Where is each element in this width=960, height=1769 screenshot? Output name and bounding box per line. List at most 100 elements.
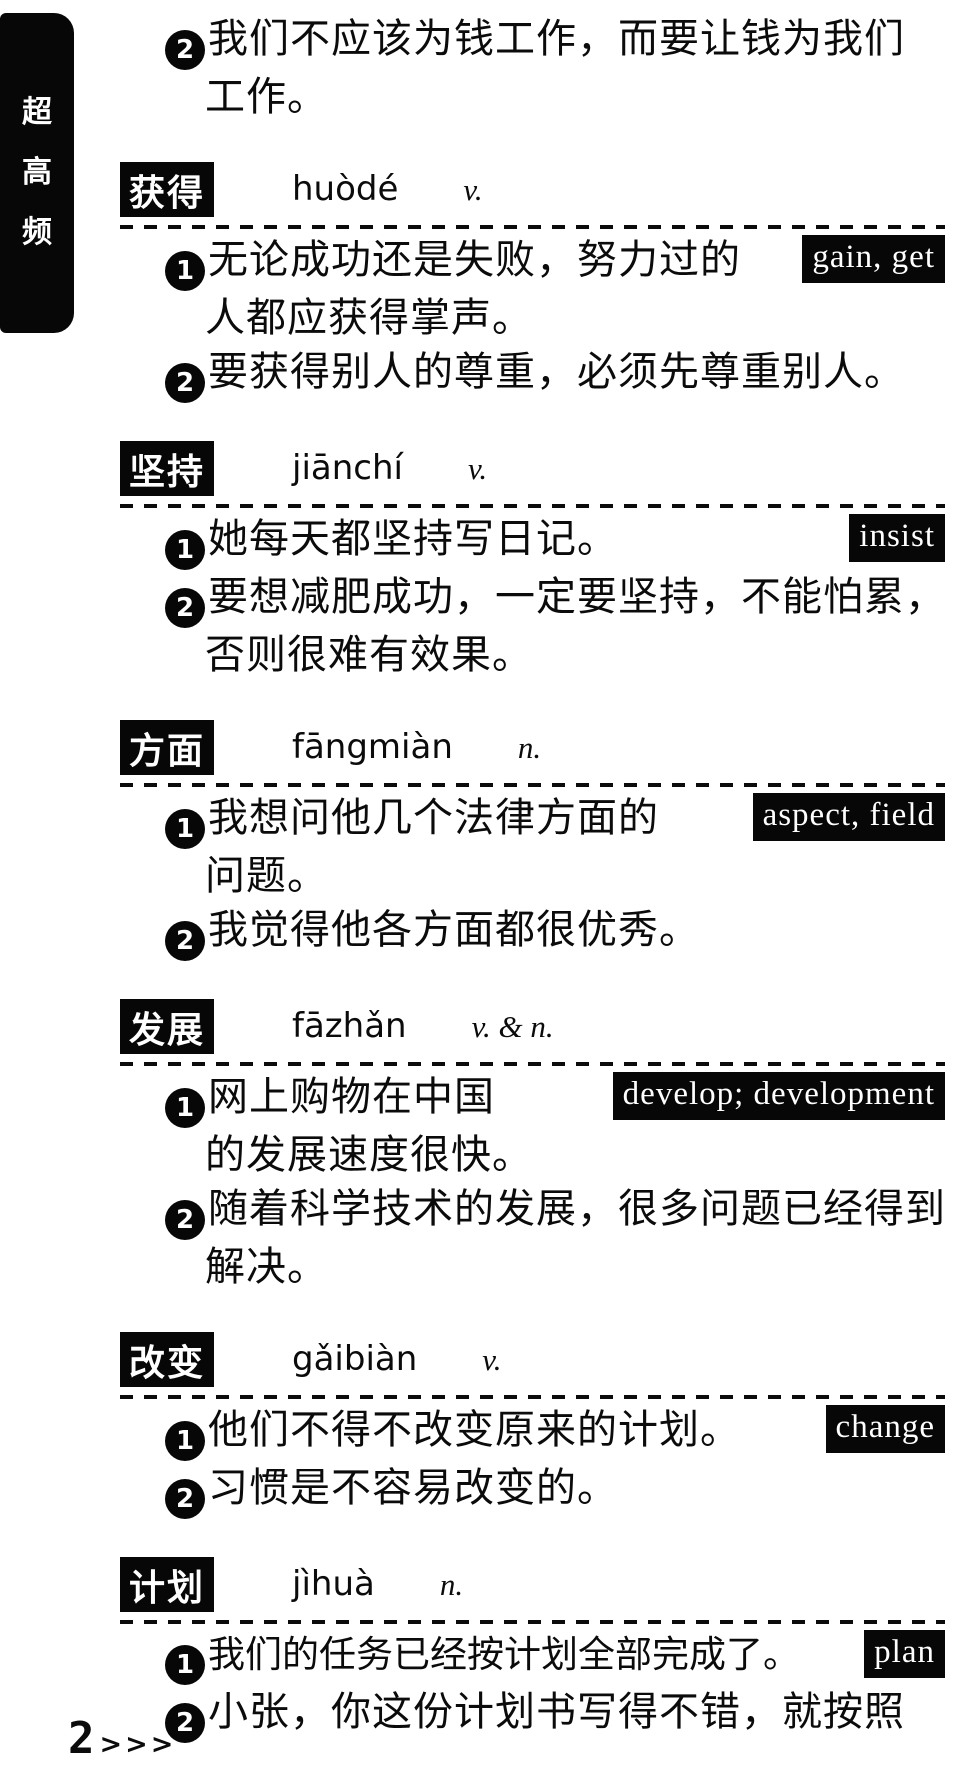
entry-header: 坚持 jiānchí v. [120, 441, 945, 496]
headword-pinyin: jiānchí [292, 448, 403, 488]
entry-header: 改变 gǎibiàn v. [120, 1332, 945, 1387]
translation-box: insist [849, 514, 945, 562]
example-text: 我们不应该为钱工作，而要让钱为我们 [208, 16, 905, 62]
translation-box: aspect, field [752, 793, 945, 841]
headword-box: 发展 [120, 999, 214, 1054]
sidebar-tab-char: 频 [22, 215, 52, 250]
example-bullet-icon: 1 [165, 251, 205, 291]
entry-header: 获得 huòdé v. [120, 162, 945, 217]
example-bullet-icon: 2 [165, 1703, 205, 1743]
translation-box: change [825, 1405, 945, 1453]
translation-box: gain, get [802, 235, 945, 283]
example-text: 要获得别人的尊重，必须先尊重别人。 [208, 349, 905, 395]
example-text: 网上购物在中国 [208, 1074, 495, 1120]
part-of-speech: n. [439, 1567, 464, 1602]
headword-box: 获得 [120, 162, 214, 217]
part-of-speech: v. [467, 451, 488, 486]
headword-box: 方面 [120, 720, 214, 775]
headword-box: 计划 [120, 1557, 214, 1612]
example-bullet-icon: 1 [165, 1645, 205, 1685]
example-text: 她每天都坚持写日记。 [208, 516, 618, 562]
headword-pinyin: fāngmiàn [292, 727, 453, 767]
example-line: 解决。 [205, 1244, 328, 1290]
example-text: 随着科学技术的发展，很多问题已经得到 [208, 1186, 946, 1232]
sidebar-tab-char: 高 [22, 155, 52, 190]
dashed-divider [120, 1062, 945, 1066]
example-bullet-icon: 2 [165, 588, 205, 628]
example-line: 否则很难有效果。 [205, 632, 533, 678]
example-bullet-icon: 2 [165, 1200, 205, 1240]
example-bullet-icon: 2 [165, 1479, 205, 1519]
example-text: 小张，你这份计划书写得不错，就按照 [208, 1689, 905, 1735]
example-text: 习惯是不容易改变的。 [208, 1465, 618, 1511]
dashed-divider [120, 225, 945, 229]
example-text: 我觉得他各方面都很优秀。 [208, 907, 700, 953]
entry-header: 计划 jìhuà n. [120, 1557, 945, 1612]
translation-box: develop; development [612, 1072, 945, 1120]
page-number: 2 >>> [68, 1717, 176, 1761]
example-bullet-icon: 1 [165, 530, 205, 570]
example-text: 无论成功还是失败，努力过的 [208, 237, 741, 283]
headword-box: 改变 [120, 1332, 214, 1387]
headword-pinyin: huòdé [292, 169, 399, 209]
headword-pinyin: jìhuà [292, 1564, 375, 1604]
example-bullet-icon: 2 [165, 363, 205, 403]
sidebar-tab-frequency: 超 高 频 [0, 13, 74, 333]
entry-header: 发展 fāzhǎn v. & n. [120, 999, 945, 1054]
dashed-divider [120, 1395, 945, 1399]
example-line: 人都应获得掌声。 [205, 295, 533, 341]
example-line: 工作。 [205, 74, 328, 120]
headword-pinyin: fāzhǎn [292, 1006, 407, 1046]
example-text: 我想问他几个法律方面的 [208, 795, 659, 841]
example-bullet-icon: 1 [165, 1421, 205, 1461]
page-number-arrows-icon: >>> [99, 1729, 177, 1760]
sidebar-tab-char: 超 [22, 95, 52, 130]
example-text: 我们的任务已经按计划全部完成了。 [208, 1633, 800, 1676]
entry-header: 方面 fāngmiàn n. [120, 720, 945, 775]
example-bullet-icon: 1 [165, 1088, 205, 1128]
example-line: 问题。 [205, 853, 328, 899]
part-of-speech: v. [482, 1342, 502, 1377]
headword-box: 坚持 [120, 441, 214, 496]
example-bullet-icon: 2 [165, 30, 205, 70]
example-bullet-icon: 1 [165, 809, 205, 849]
translation-box: plan [864, 1630, 945, 1678]
part-of-speech: v. & n. [471, 1009, 554, 1044]
